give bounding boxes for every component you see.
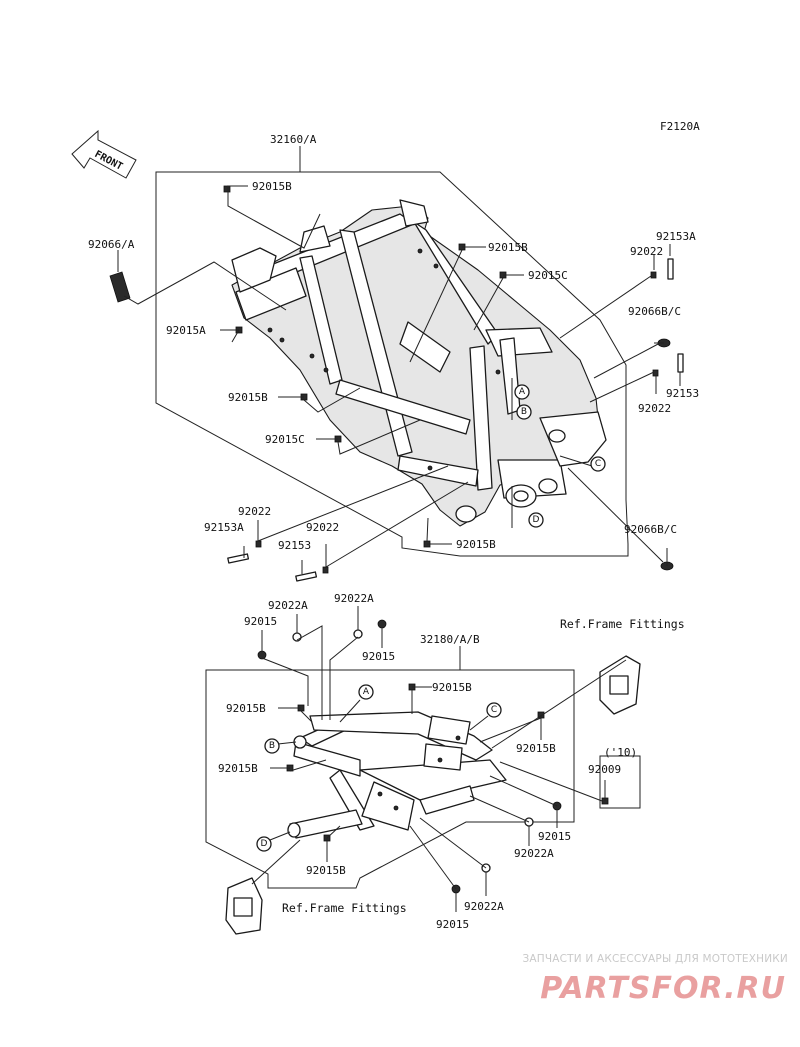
callout-A: A: [519, 387, 526, 397]
part-92015A: 92015A: [166, 324, 206, 337]
lower-callouts: A B C D: [256, 684, 502, 852]
part-92015B-lower-left1: 92015B: [226, 702, 266, 715]
lower-leaders: [251, 606, 641, 912]
lower-callout-A-marker: [358, 684, 374, 700]
watermark-logo: PARTSFOR.RU: [540, 971, 786, 1006]
part-92015B-lower-bottom: 92015B: [306, 864, 346, 877]
part-92015B-top: 92015B: [252, 180, 292, 193]
part-92022-right-top: 92022: [630, 245, 663, 258]
upper-group-outline: [155, 171, 629, 557]
callout-A-marker: [514, 384, 530, 400]
part-92022A-left: 92022A: [268, 599, 308, 612]
part-92022A-center: 92022A: [334, 592, 374, 605]
part-92015-left: 92015: [244, 615, 277, 628]
part-92015C-top: 92015C: [528, 269, 568, 282]
ref-frame-fittings-top[interactable]: Ref.Frame Fittings: [560, 617, 685, 631]
lower-callout-D: D: [261, 839, 268, 849]
callout-C-marker: [590, 456, 606, 472]
part-92015-center: 92015: [362, 650, 395, 663]
part-92153A-left: 92153A: [204, 521, 244, 534]
upper-assembly: A B C D 32160/A 92066/A 92015B 92015B 92…: [88, 133, 699, 582]
callout-D: D: [533, 515, 540, 525]
part-92015C-left: 92015C: [265, 433, 305, 446]
front-arrow-icon: FRONT: [71, 129, 137, 179]
part-92015B-bottom: 92015B: [456, 538, 496, 551]
lower-callout-D-marker: [256, 836, 272, 852]
watermark-caption: ЗАПЧАСТИ И АКСЕССУАРЫ ДЛЯ МОТОТЕХНИКИ: [522, 953, 788, 965]
watermark-logo-text: PARTSFOR.RU: [540, 971, 786, 1006]
part-92015B-left: 92015B: [228, 391, 268, 404]
year-note: ('10): [604, 746, 637, 759]
part-92066BC-top: 92066B/C: [628, 305, 681, 318]
part-92066BC-bottom: 92066B/C: [624, 523, 677, 536]
callout-B-marker: [516, 404, 532, 420]
lower-callout-C-marker: [486, 702, 502, 718]
part-92153A-right: 92153A: [656, 230, 696, 243]
upper-callouts: A B C D: [511, 378, 606, 528]
part-92015-right: 92015: [538, 830, 571, 843]
part-92022A-bottom: 92022A: [464, 900, 504, 913]
lower-callout-A: A: [363, 687, 370, 697]
part-32160A: 32160/A: [270, 133, 317, 146]
lower-group-outline: [205, 669, 575, 889]
sub-frame-drawing: [287, 711, 507, 839]
part-92022A-right: 92022A: [514, 847, 554, 860]
callout-B: B: [521, 407, 527, 417]
lower-assembly: A B C D 32180/A/B 92022A 92022A 92015 92…: [205, 592, 685, 935]
part-92066A: 92066/A: [88, 238, 135, 251]
main-frame-drawing: [231, 199, 607, 527]
upper-leaders: [117, 185, 681, 574]
part-92153-left: 92153: [278, 539, 311, 552]
ref-frame-fittings-bottom[interactable]: Ref.Frame Fittings: [282, 901, 407, 915]
part-92015B-lower-left2: 92015B: [218, 762, 258, 775]
part-92009: 92009: [588, 763, 621, 776]
part-92153-right: 92153: [666, 387, 699, 400]
figure-code: F2120A: [660, 120, 700, 133]
front-arrow-label: FRONT: [93, 149, 125, 173]
lower-callout-C: C: [491, 705, 497, 715]
part-92022-right-bottom: 92022: [638, 402, 671, 415]
part-92015B-lower-right: 92015B: [516, 742, 556, 755]
part-92015-bottom: 92015: [436, 918, 469, 931]
callout-C: C: [595, 459, 601, 469]
part-92022-left-b: 92022: [306, 521, 339, 534]
lower-callout-B: B: [269, 741, 275, 751]
part-92015B-mid: 92015B: [488, 241, 528, 254]
part-32180AB: 32180/A/B: [420, 633, 480, 646]
part-92022-left-a: 92022: [238, 505, 271, 518]
lower-callout-B-marker: [264, 738, 280, 754]
callout-D-marker: [528, 512, 544, 528]
part-92015B-lower-top: 92015B: [432, 681, 472, 694]
